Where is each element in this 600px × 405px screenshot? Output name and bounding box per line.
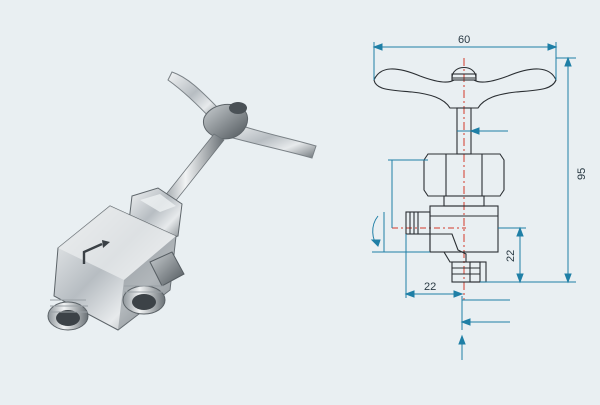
side-fitting xyxy=(149,251,185,287)
drawing-hex-nut xyxy=(423,153,505,197)
dim-overall-width: 60 xyxy=(458,34,470,46)
handle-wing-lower xyxy=(225,121,317,159)
drawing-bottom-port xyxy=(451,261,481,283)
flow-arrow-icon xyxy=(82,242,103,264)
threaded-port-right xyxy=(122,285,166,315)
dim-port-width: 22 xyxy=(424,281,436,293)
drawing-cap-base xyxy=(451,73,477,81)
technical-drawing xyxy=(373,58,557,300)
valve-photo xyxy=(47,71,317,331)
dimension-lines xyxy=(370,42,576,360)
dim-port-height: 22 xyxy=(505,250,517,262)
handle-cap xyxy=(229,102,247,114)
threaded-port-left xyxy=(47,299,89,331)
dim-overall-height: 95 xyxy=(576,168,588,180)
drawing-fitting-bend xyxy=(429,233,467,263)
drawing-handle xyxy=(373,68,557,109)
